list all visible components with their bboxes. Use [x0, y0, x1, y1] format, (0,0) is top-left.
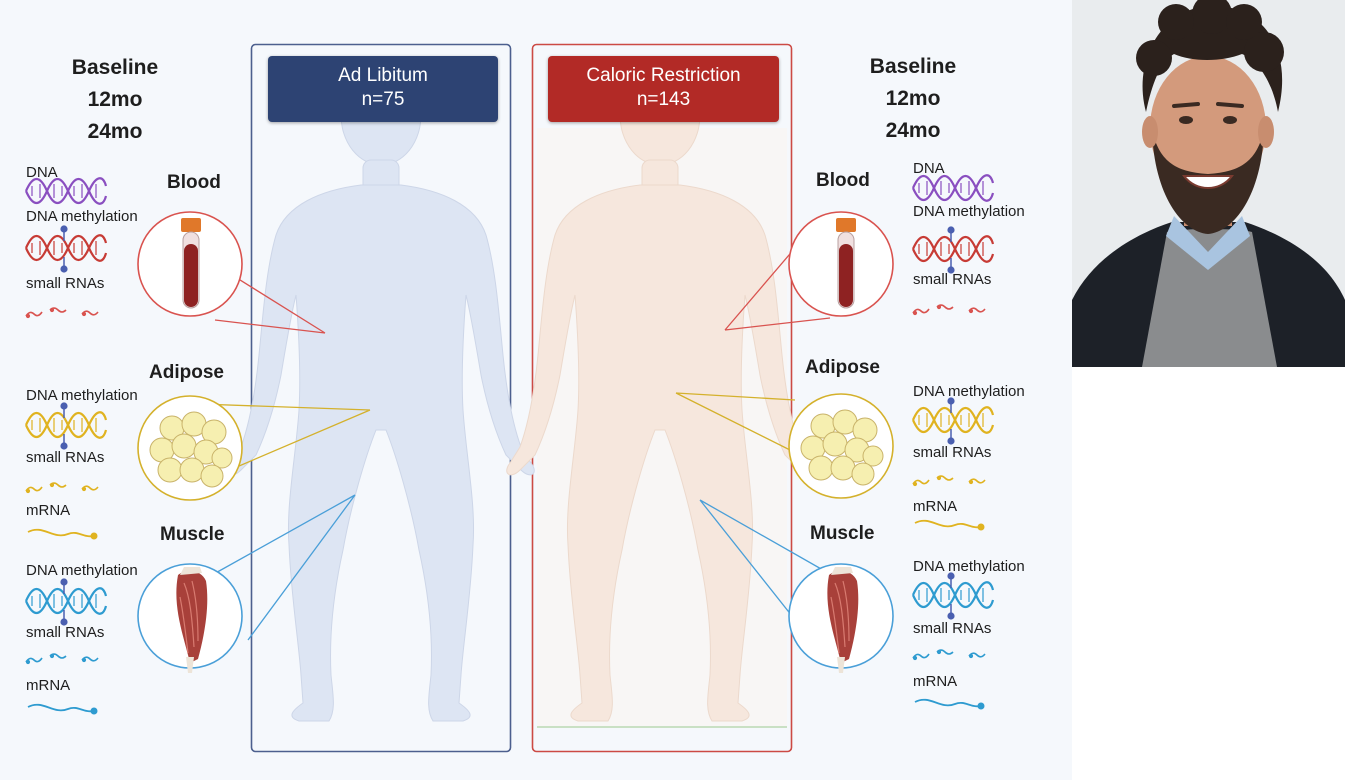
timepoint-24mo: 24mo [87, 120, 143, 143]
human-body-figure [227, 64, 535, 722]
small-rna-icon [25, 482, 99, 494]
diagram-graphics [24, 43, 995, 753]
small-rna-icon [912, 304, 986, 316]
dna-helix-icon [911, 406, 995, 434]
ad-libitum-panel [250, 43, 512, 753]
small-rna-icon [25, 307, 99, 319]
label-dna-methylation: DNA methylation [26, 562, 138, 579]
tissue-label-adipose: Adipose [149, 362, 224, 383]
label-small-rnas: small RNAs [26, 275, 105, 292]
label-mrna: mRNA [26, 677, 71, 694]
dna-helix-icon [24, 234, 108, 262]
group-name: Ad Libitum [338, 65, 428, 86]
blood-tube-icon [180, 217, 202, 309]
blood-tube-icon [835, 217, 857, 309]
timepoint-baseline: Baseline [869, 55, 957, 78]
mrna-icon [27, 703, 98, 715]
timepoint-12mo: 12mo [87, 88, 143, 111]
person-photo [1072, 0, 1345, 367]
mrna-icon [914, 698, 985, 710]
tissue-label-muscle: Muscle [810, 523, 875, 544]
fat-cells-icon [149, 411, 233, 488]
small-rna-icon [912, 475, 986, 487]
tissue-label-blood: Blood [816, 170, 870, 191]
group-n: n=75 [361, 89, 405, 110]
label-dna-methylation: DNA methylation [26, 387, 138, 404]
label-small-rnas: small RNAs [26, 449, 105, 466]
mrna-icon [27, 528, 98, 540]
dna-helix-icon [911, 174, 995, 202]
small-rna-icon [912, 649, 986, 661]
label-small-rnas: small RNAs [913, 444, 992, 461]
label-mrna: mRNA [913, 498, 958, 515]
timepoint-list: Baseline 12mo 24mo [838, 51, 988, 147]
label-small-rnas: small RNAs [26, 624, 105, 641]
tissue-label-adipose: Adipose [805, 357, 880, 378]
mrna-icon [914, 519, 985, 531]
label-dna-methylation: DNA methylation [913, 383, 1025, 400]
label-dna: DNA [913, 160, 945, 177]
label-small-rnas: small RNAs [913, 620, 992, 637]
group-name: Caloric Restriction [586, 65, 741, 86]
label-mrna: mRNA [913, 673, 958, 690]
small-rna-icon [25, 653, 99, 665]
label-mrna: mRNA [26, 502, 71, 519]
dna-helix-icon [24, 411, 108, 439]
dna-helix-icon [911, 581, 995, 609]
timepoint-24mo: 24mo [885, 119, 941, 142]
caloric-restriction-header: Caloric Restriction n=143 [548, 56, 779, 122]
timepoint-list: Baseline 12mo 24mo [40, 52, 190, 148]
timepoint-baseline: Baseline [71, 56, 159, 79]
dna-helix-icon [24, 177, 108, 205]
dna-helix-icon [911, 235, 995, 263]
label-dna-methylation: DNA methylation [26, 208, 138, 225]
dna-helix-icon [24, 587, 108, 615]
tissue-label-muscle: Muscle [160, 524, 225, 545]
study-design-diagram: Ad Libitum n=75 Caloric Restriction n=14… [24, 43, 1025, 753]
label-dna: DNA [26, 164, 58, 181]
fat-cells-icon [800, 409, 884, 486]
label-small-rnas: small RNAs [913, 271, 992, 288]
label-dna-methylation: DNA methylation [913, 203, 1025, 220]
tissue-label-blood: Blood [167, 172, 221, 193]
group-n: n=143 [636, 89, 691, 110]
ad-libitum-header: Ad Libitum n=75 [268, 56, 498, 122]
label-dna-methylation: DNA methylation [913, 558, 1025, 575]
timepoint-12mo: 12mo [885, 87, 941, 110]
